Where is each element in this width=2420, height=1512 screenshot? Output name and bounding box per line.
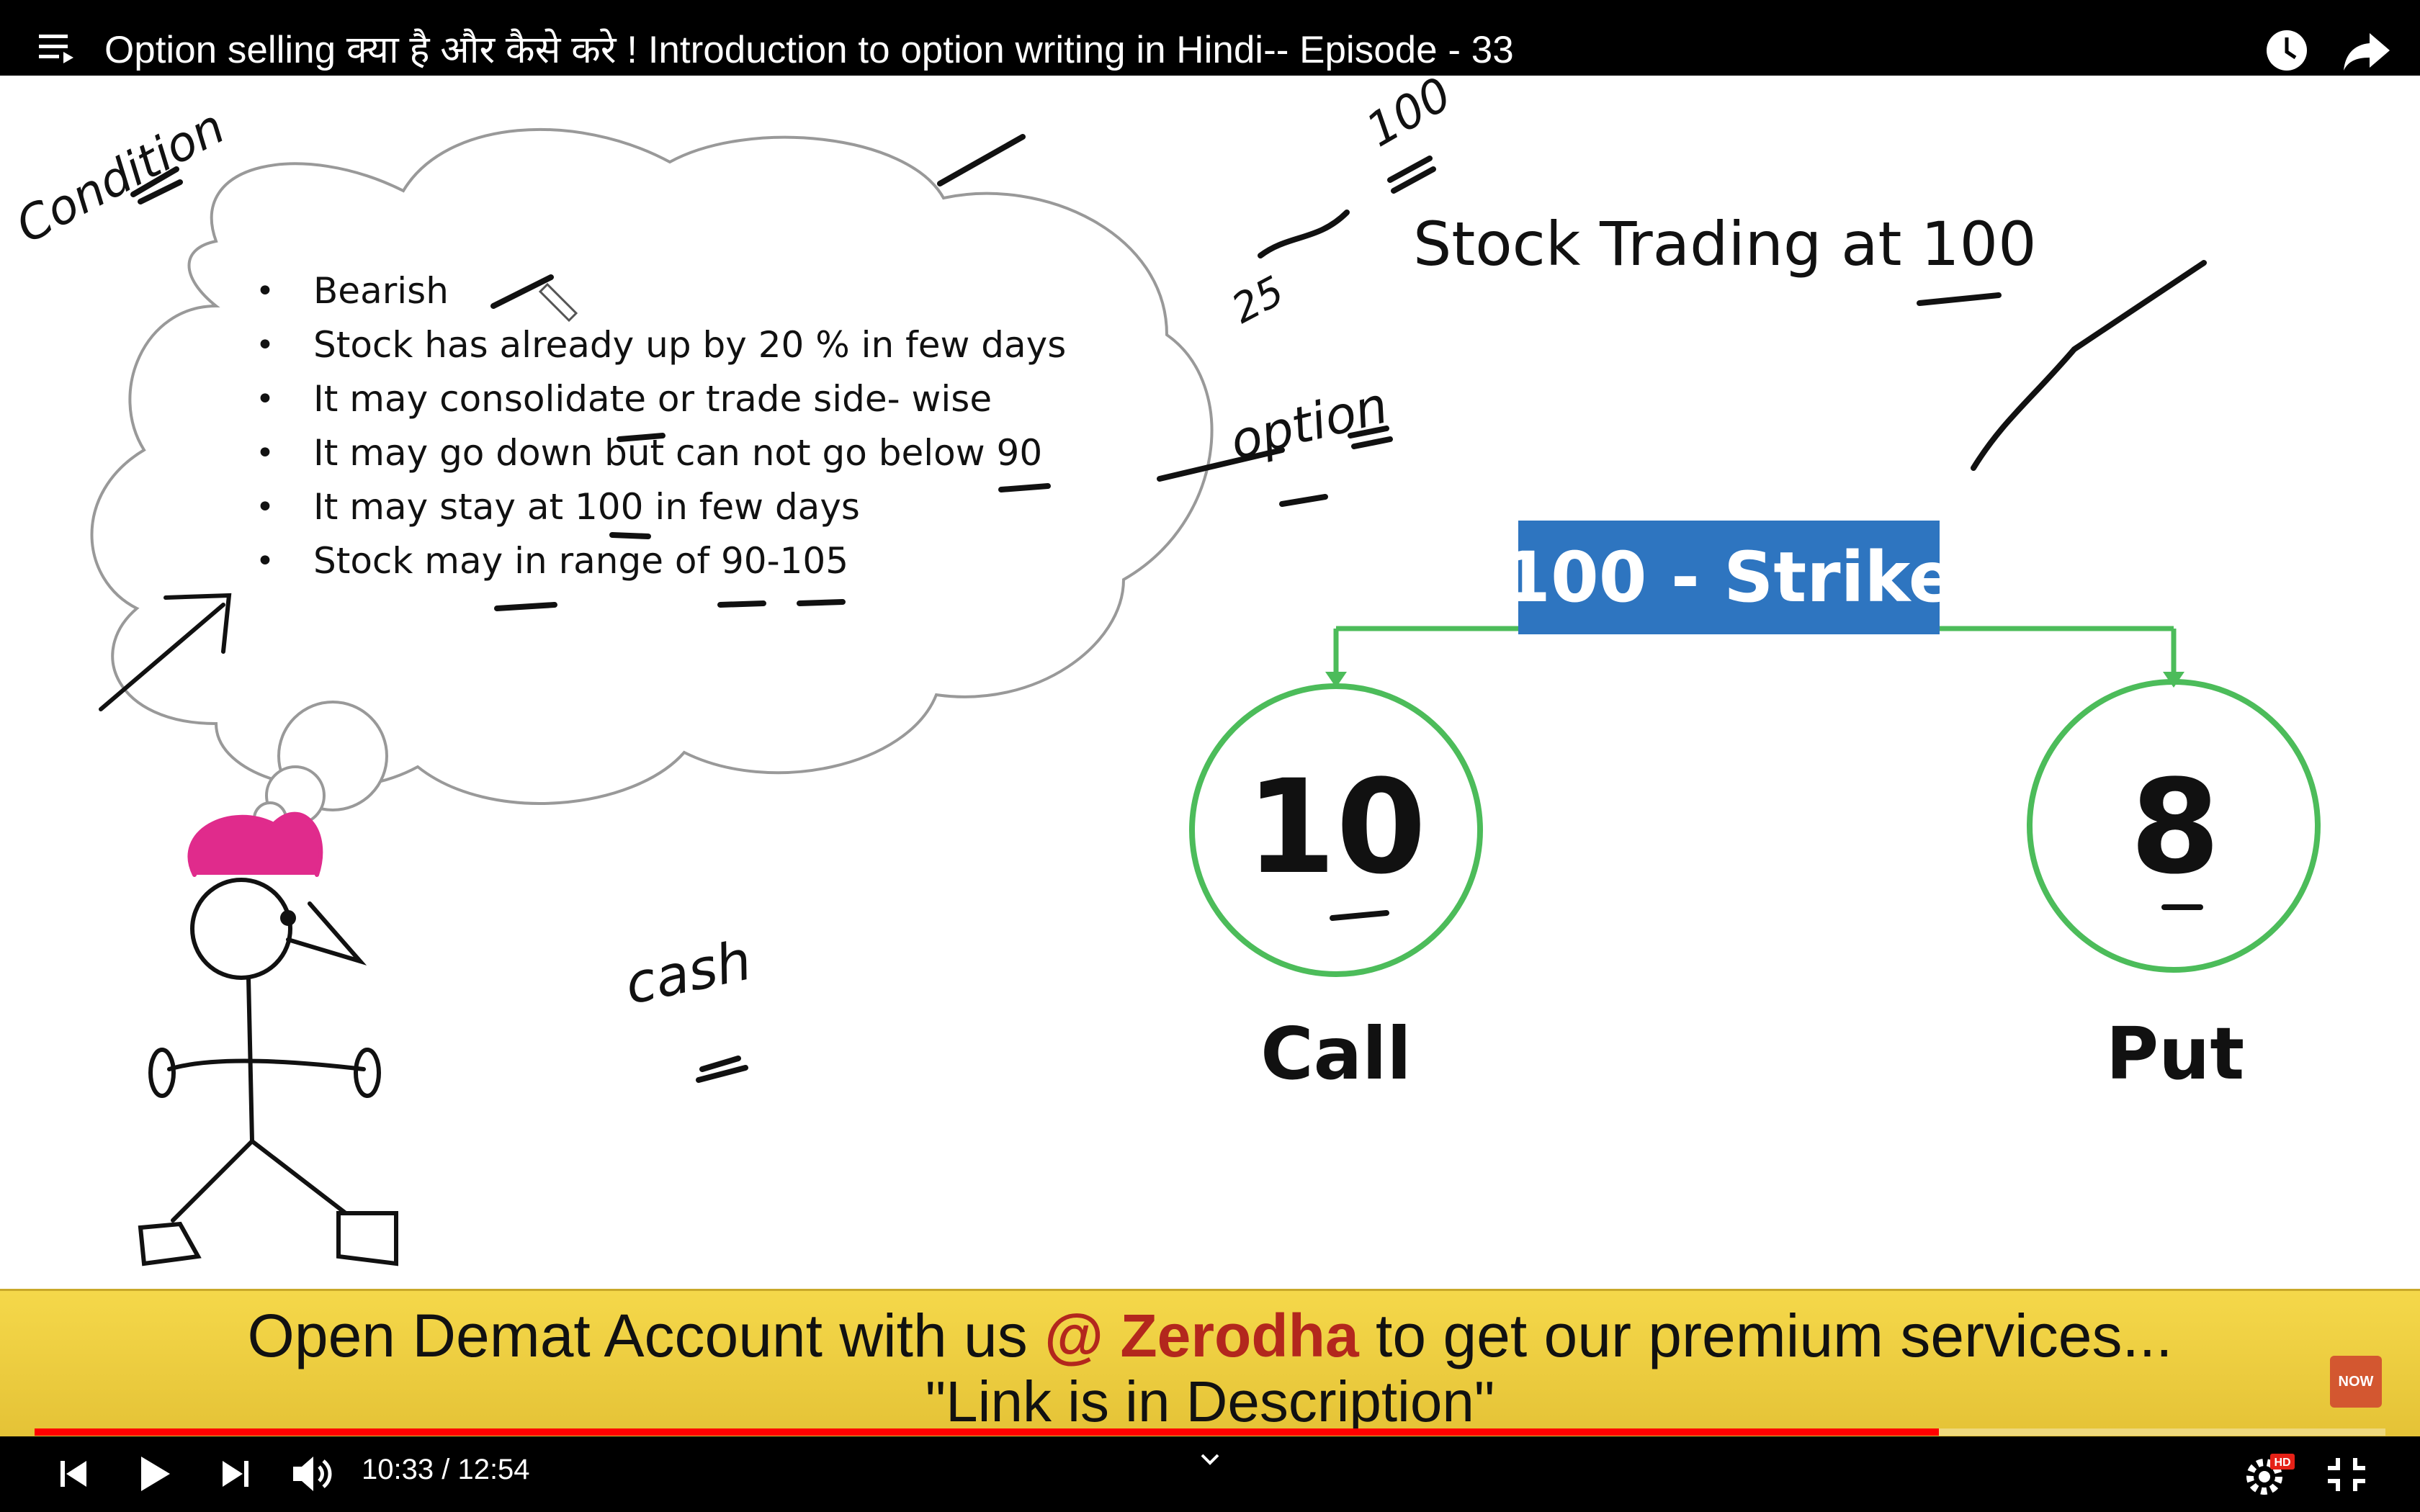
progress-bar[interactable] — [35, 1428, 2385, 1436]
volume-icon[interactable] — [292, 1455, 335, 1493]
promo-brand: @ Zerodha — [1044, 1302, 1359, 1369]
title-bar: Option selling क्या है और कैसे करे ! Int… — [0, 0, 2420, 76]
put-premium-value: 8 — [2130, 752, 2220, 903]
current-time: 10:33 — [362, 1454, 434, 1485]
watch-later-clock-icon[interactable] — [2264, 27, 2310, 73]
share-arrow-icon[interactable] — [2341, 27, 2393, 73]
put-label: Put — [2105, 1012, 2245, 1096]
bullet-item: It may stay at 100 in few days — [256, 480, 1066, 534]
duration: 12:54 — [457, 1454, 530, 1485]
play-icon[interactable] — [137, 1455, 173, 1493]
stick-figure — [138, 811, 398, 1266]
promo-line-2: "Link is in Description" — [925, 1369, 1495, 1434]
bullet-item: Bearish — [256, 264, 1066, 318]
strike-label-box: 100 - Strike — [1502, 521, 1955, 634]
previous-icon[interactable] — [58, 1458, 89, 1490]
time-separator: / — [434, 1454, 458, 1485]
bullet-item: It may go down but can not go below 90 — [256, 426, 1066, 480]
bullet-item: It may consolidate or trade side- wise — [256, 372, 1066, 426]
handdrawn-arrow — [99, 593, 232, 711]
bullet-item: Stock may in range of 90-105 — [256, 534, 1066, 588]
call-premium-value: 10 — [1245, 752, 1427, 903]
bullet-item: Stock has already up by 20 % in few days — [256, 318, 1066, 372]
subscribe-badge[interactable]: NOW — [2330, 1356, 2382, 1408]
settings-gear-icon[interactable]: HD — [2246, 1452, 2296, 1495]
exit-fullscreen-icon[interactable] — [2326, 1457, 2367, 1493]
chevron-down-icon[interactable] — [1199, 1451, 1221, 1468]
call-label: Call — [1260, 1012, 1412, 1096]
promo-text-pre: Open Demat Account with us — [247, 1302, 1045, 1369]
next-icon[interactable] — [220, 1458, 251, 1490]
player-controls: 10:33 / 12:54 HD — [0, 1436, 2420, 1512]
progress-played — [35, 1428, 1939, 1436]
hd-badge: HD — [2274, 1457, 2290, 1469]
promo-banner: Open Demat Account with us @ Zerodha to … — [0, 1289, 2420, 1439]
promo-text-post: to get our premium services... — [1358, 1302, 2173, 1369]
time-display: 10:33 / 12:54 — [362, 1454, 530, 1486]
promo-line-1: Open Demat Account with us @ Zerodha to … — [0, 1301, 2420, 1371]
playlist-icon[interactable] — [37, 27, 81, 69]
condition-bullet-list: Bearish Stock has already up by 20 % in … — [256, 264, 1066, 588]
video-frame[interactable]: Bearish Stock has already up by 20 % in … — [0, 68, 2420, 1289]
slide-drawing — [90, 127, 2321, 1266]
video-title[interactable]: Option selling क्या है और कैसे करे ! Int… — [104, 29, 1514, 71]
stock-trading-heading: Stock Trading at 100 — [1413, 209, 2037, 279]
